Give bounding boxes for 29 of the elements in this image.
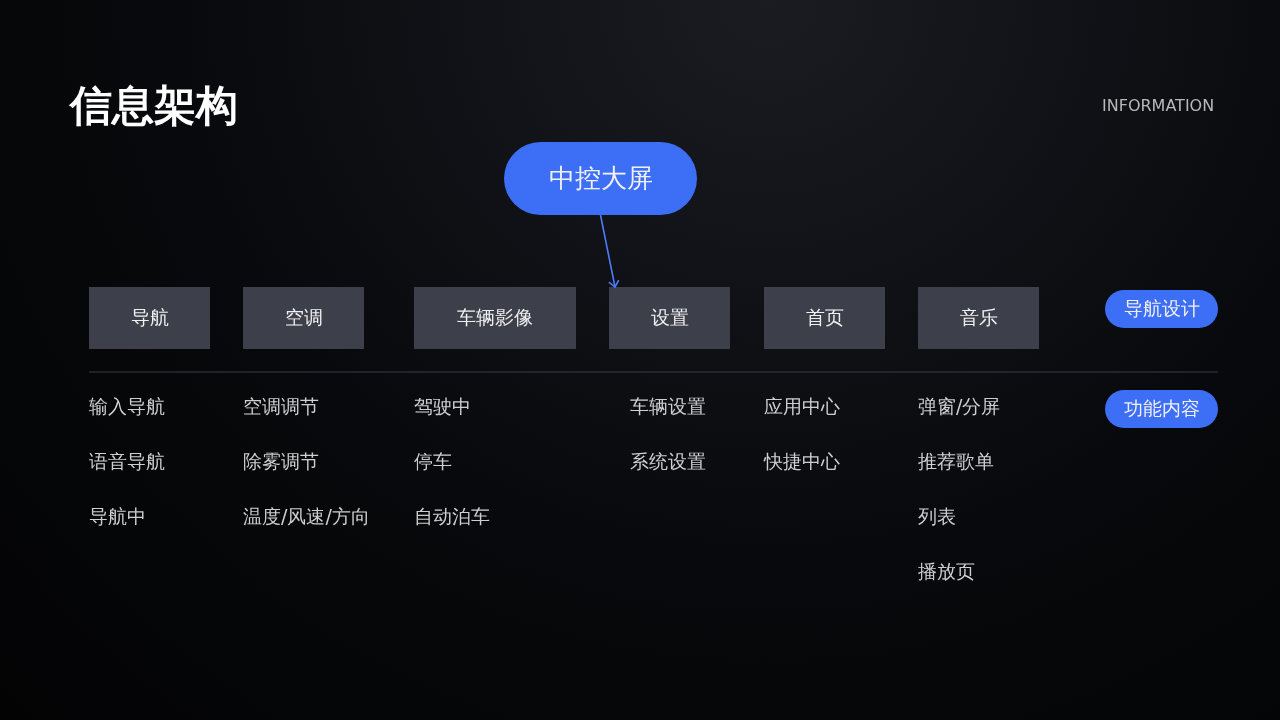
list-item: 弹窗/分屏 <box>918 394 1001 419</box>
list-item: 温度/风速/方向 <box>243 504 370 529</box>
list-item: 空调调节 <box>243 394 319 419</box>
list-item: 应用中心 <box>764 394 840 419</box>
category-box: 导航 <box>89 287 210 349</box>
list-item: 语音导航 <box>89 449 165 474</box>
list-item: 播放页 <box>918 559 975 584</box>
section-label: INFORMATION <box>1102 96 1215 115</box>
list-item: 快捷中心 <box>764 449 840 474</box>
category-box: 首页 <box>764 287 885 349</box>
category-box: 车辆影像 <box>414 287 576 349</box>
list-item: 列表 <box>918 504 956 529</box>
category-box: 空调 <box>243 287 364 349</box>
list-item: 驾驶中 <box>414 394 471 419</box>
pill-node: 导航设计 <box>1105 290 1218 328</box>
list-item: 输入导航 <box>89 394 165 419</box>
arrow <box>599 214 620 288</box>
list-item: 系统设置 <box>630 449 706 474</box>
pill-node: 功能内容 <box>1105 390 1218 428</box>
list-item: 除雾调节 <box>243 449 319 474</box>
list-item: 推荐歌单 <box>918 449 994 474</box>
list-item: 自动泊车 <box>414 504 490 529</box>
list-item: 导航中 <box>89 504 146 529</box>
page-title: 信息架构 <box>70 80 238 132</box>
pill-node: 中控大屏 <box>504 142 697 215</box>
category-box: 音乐 <box>918 287 1039 349</box>
category-box: 设置 <box>609 287 730 349</box>
list-item: 车辆设置 <box>630 394 706 419</box>
list-item: 停车 <box>414 449 452 474</box>
